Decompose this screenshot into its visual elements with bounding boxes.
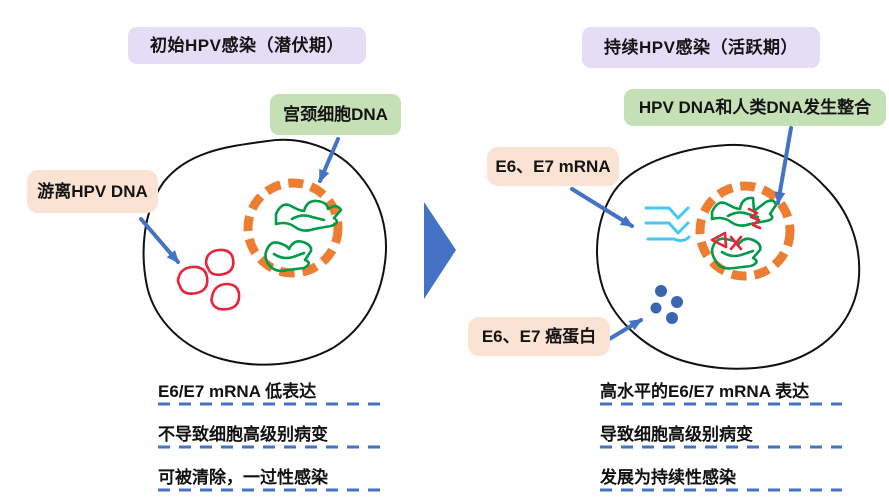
left-stage-header: 初始HPV感染（潜伏期） <box>128 27 366 64</box>
integration-label: HPV DNA和人类DNA发生整合 <box>624 89 886 126</box>
episomal-pointer-arrow <box>139 217 180 264</box>
integrated-hpv-red-segments <box>710 207 762 251</box>
right-note-lesion: 导致细胞高级别病变 <box>600 425 753 444</box>
stage-transition-arrow <box>424 202 456 299</box>
mrna-label: E6、E7 mRNA <box>487 147 619 186</box>
pointer-arrows <box>139 126 793 346</box>
mrna-pointer-arrow <box>570 187 634 228</box>
oncoprotein-label: E6、E7 癌蛋白 <box>468 317 610 356</box>
right-integrated-dna-scribble <box>710 196 778 270</box>
left-note-clearable: 可被清除，一过性感染 <box>158 468 328 487</box>
episomal-hpv-label: 游离HPV DNA <box>27 170 158 213</box>
left-nucleus-membrane <box>243 178 343 278</box>
left-note-no-lesion: 不导致细胞高级别病变 <box>158 425 328 444</box>
mrna-squiggle-icon <box>644 206 691 243</box>
oncoprotein-dots <box>650 285 683 324</box>
host-dna-pointer-arrow <box>318 137 340 183</box>
note-underlines <box>158 402 842 492</box>
left-note-low-expression: E6/E7 mRNA 低表达 <box>158 382 317 401</box>
right-note-high-expression: 高水平的E6/E7 mRNA 表达 <box>600 382 810 401</box>
episomal-hpv-dna-rings <box>176 248 241 311</box>
right-stage-header: 持续HPV感染（活跃期） <box>582 27 820 68</box>
right-note-persistent: 发展为持续性感染 <box>600 468 736 487</box>
left-host-dna-scribble <box>264 199 343 273</box>
host-dna-label: 宫颈细胞DNA <box>270 94 401 135</box>
integration-pointer-arrow <box>774 126 793 205</box>
